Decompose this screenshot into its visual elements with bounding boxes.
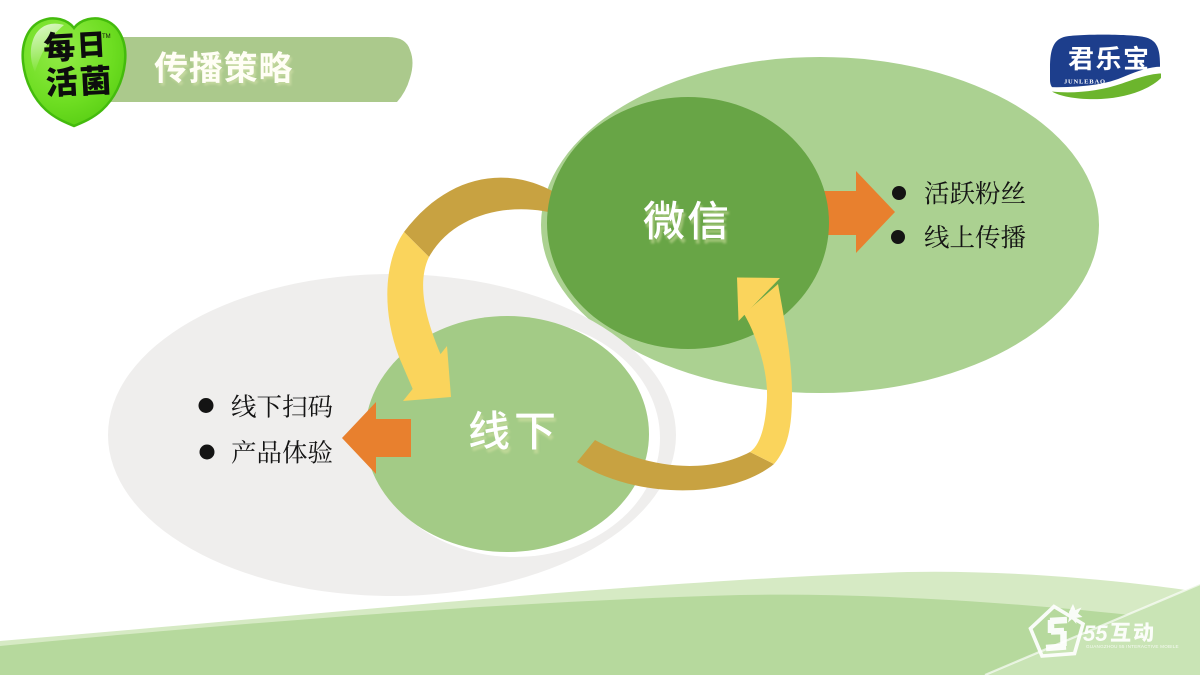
svg-text:JUNLEBAO: JUNLEBAO [1064,79,1106,86]
svg-text:TM: TM [102,34,111,40]
svg-text:55: 55 [1083,621,1108,646]
svg-text:GUANGZHOU 55 INTERACTIVE MOBIL: GUANGZHOU 55 INTERACTIVE MOBILE [1086,644,1179,649]
